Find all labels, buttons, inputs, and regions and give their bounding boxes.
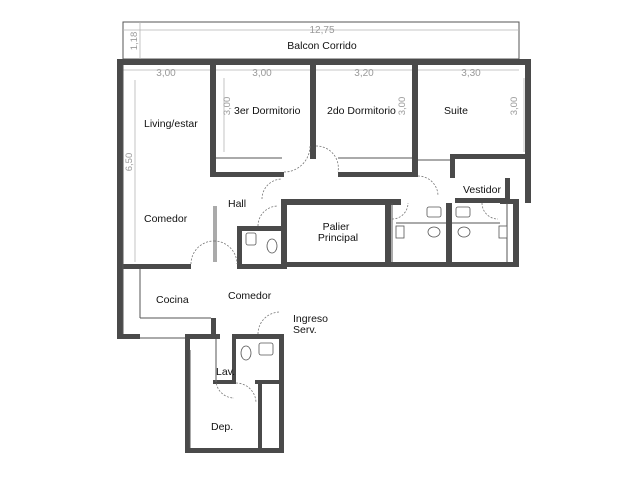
- dimension-labels: 12,75 1,18 3,00 3,00 3,20 3,30 6,50 3,00…: [124, 25, 520, 171]
- room-label-dep: Dep.: [211, 421, 233, 433]
- room-label-cocina: Cocina: [156, 294, 189, 306]
- room-label-lav: Lav.: [216, 366, 235, 378]
- dim-dorm3-width: 3,00: [252, 68, 272, 79]
- room-label-serv: Serv.: [293, 324, 317, 336]
- door-swings: [190, 145, 499, 404]
- sink-icon: [455, 206, 471, 218]
- room-label-ingreso: Ingreso: [293, 313, 328, 325]
- sink-icon: [258, 342, 274, 356]
- dimension-lines: [123, 29, 525, 262]
- room-label-suite: Suite: [444, 105, 468, 117]
- toilet-icon: [427, 226, 441, 238]
- room-label-comedor: Comedor: [144, 213, 188, 225]
- walls: [117, 59, 531, 453]
- toilet-icon: [266, 238, 278, 254]
- room-label-vestidor: Vestidor: [463, 184, 501, 196]
- dim-suite-width: 3,30: [461, 68, 481, 79]
- dim-dorm2-width: 3,20: [354, 68, 374, 79]
- room-label-comedor-diario: Comedor: [228, 290, 272, 302]
- sink-icon: [498, 225, 508, 239]
- room-labels: Balcon Corrido Living/estar 3er Dormitor…: [144, 40, 501, 433]
- room-label-balcony: Balcon Corrido: [287, 40, 357, 52]
- thin-lines: [122, 65, 508, 448]
- room-label-dorm2: 2do Dormitorio: [327, 105, 396, 117]
- dim-living-width: 3,00: [156, 68, 176, 79]
- fixtures: [240, 206, 508, 361]
- room-label-principal: Principal: [318, 232, 358, 244]
- sink-icon: [395, 225, 405, 239]
- toilet-icon: [245, 232, 257, 246]
- dim-suite-depth: 3,00: [509, 97, 520, 116]
- dim-balcony-depth: 1,18: [129, 32, 140, 51]
- room-label-living: Living/estar: [144, 118, 198, 130]
- room-label-palier: Palier: [323, 221, 350, 233]
- toilet-icon: [457, 226, 471, 238]
- toilet-icon: [240, 345, 252, 361]
- dim-living-depth: 6,50: [124, 153, 135, 172]
- dim-dorm3-depth: 3,00: [222, 97, 233, 116]
- dim-total-width: 12,75: [309, 25, 334, 36]
- room-label-hall: Hall: [228, 198, 246, 210]
- dim-dorm2-depth: 3,00: [397, 97, 408, 116]
- room-label-dorm3: 3er Dormitorio: [234, 105, 301, 117]
- sink-icon: [426, 206, 442, 218]
